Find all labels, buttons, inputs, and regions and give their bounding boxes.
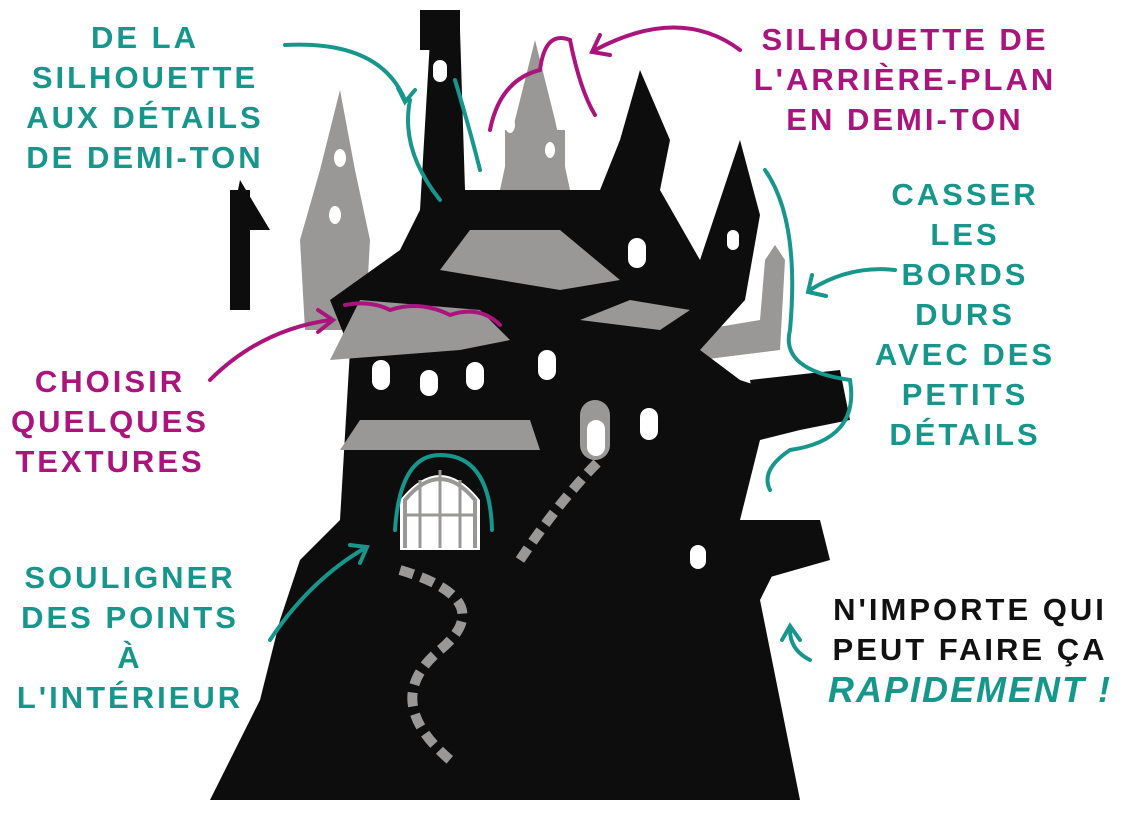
label-line: SOULIGNER <box>24 560 236 595</box>
label-line: AUX DÉTAILS <box>26 100 264 135</box>
label-line: LES <box>930 217 1000 252</box>
label-line: L'INTÉRIEUR <box>16 680 244 715</box>
label-line: DES POINTS <box>21 600 239 635</box>
halftone-textures <box>330 230 690 460</box>
label-line: SILHOUETTE DE <box>761 22 1049 57</box>
label-line: BORDS <box>901 257 1029 292</box>
label-line: PETITS <box>901 377 1029 412</box>
windows <box>329 60 739 569</box>
label-textures: CHOISIR QUELQUES TEXTURES <box>5 362 215 482</box>
label-line: DE DEMI-TON <box>26 140 264 175</box>
label-line: DURS <box>915 297 1015 332</box>
label-line: PEUT FAIRE ÇA <box>832 632 1108 667</box>
label-line: QUELQUES <box>11 404 209 439</box>
label-background-halftone: SILHOUETTE DE L'ARRIÈRE-PLAN EN DEMI-TON <box>740 20 1070 140</box>
label-line: À <box>117 640 143 675</box>
label-line: N'IMPORTE QUI <box>833 592 1107 627</box>
castle-silhouette <box>210 10 850 800</box>
label-line: DE LA <box>91 20 199 55</box>
label-line: TEXTURES <box>15 444 205 479</box>
label-line: DÉTAILS <box>889 417 1041 452</box>
stone-path <box>398 456 604 764</box>
label-line: CASSER <box>891 177 1039 212</box>
label-line: SILHOUETTE <box>31 60 259 95</box>
label-line: L'ARRIÈRE-PLAN <box>753 62 1057 97</box>
label-quickly: RAPIDEMENT ! <box>828 669 1112 710</box>
main-gate <box>400 470 480 550</box>
label-anyone: N'IMPORTE QUI PEUT FAIRE ÇA RAPIDEMENT ! <box>805 590 1129 710</box>
annotation-arrows <box>208 25 897 662</box>
label-break-edges: CASSER LES BORDS DURS AVEC DES PETITS DÉ… <box>860 175 1070 455</box>
label-line: AVEC DES <box>874 337 1056 372</box>
label-highlight-points: SOULIGNER DES POINTS À L'INTÉRIEUR <box>0 558 260 718</box>
label-silhouette-details: DE LA SILHOUETTE AUX DÉTAILS DE DEMI-TON <box>5 18 285 178</box>
label-line: CHOISIR <box>34 364 186 399</box>
label-line: EN DEMI-TON <box>786 102 1024 137</box>
